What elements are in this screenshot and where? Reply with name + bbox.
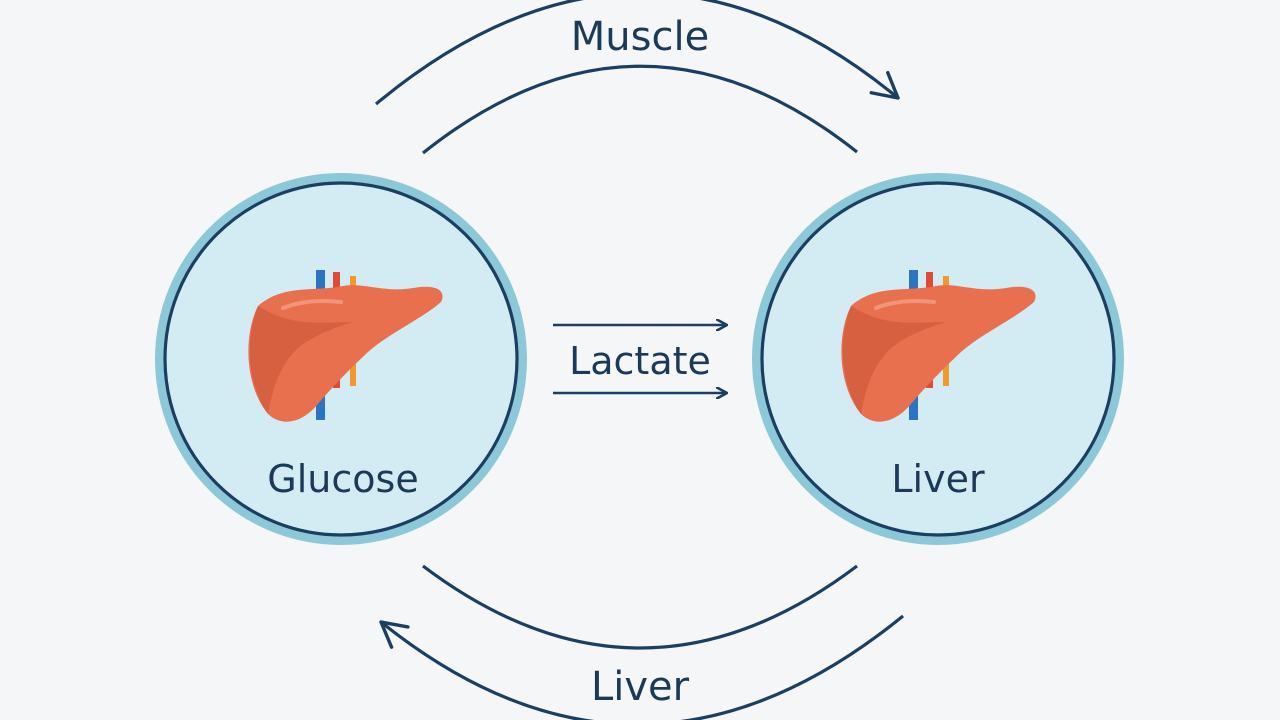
top-outer-arc-arrow <box>374 0 900 106</box>
middle-arrow-label: Lactate <box>569 339 711 383</box>
top-inner-arc <box>422 64 858 155</box>
bottom-arc-group: Liver <box>379 564 905 720</box>
node-liver-label: Liver <box>891 457 985 501</box>
liver-icon <box>248 270 443 422</box>
top-arc-group: Muscle <box>374 0 900 155</box>
middle-arrow-group: Lactate <box>553 325 726 393</box>
node-glucose-label: Glucose <box>267 457 418 501</box>
bottom-outer-arc-arrow <box>379 614 905 720</box>
bottom-inner-arc <box>422 564 858 650</box>
bottom-arc-label: Liver <box>591 664 690 710</box>
node-liver: Liver <box>752 173 1124 545</box>
liver-icon <box>841 270 1036 422</box>
node-glucose: Glucose <box>155 173 527 545</box>
top-arc-label: Muscle <box>571 14 709 60</box>
